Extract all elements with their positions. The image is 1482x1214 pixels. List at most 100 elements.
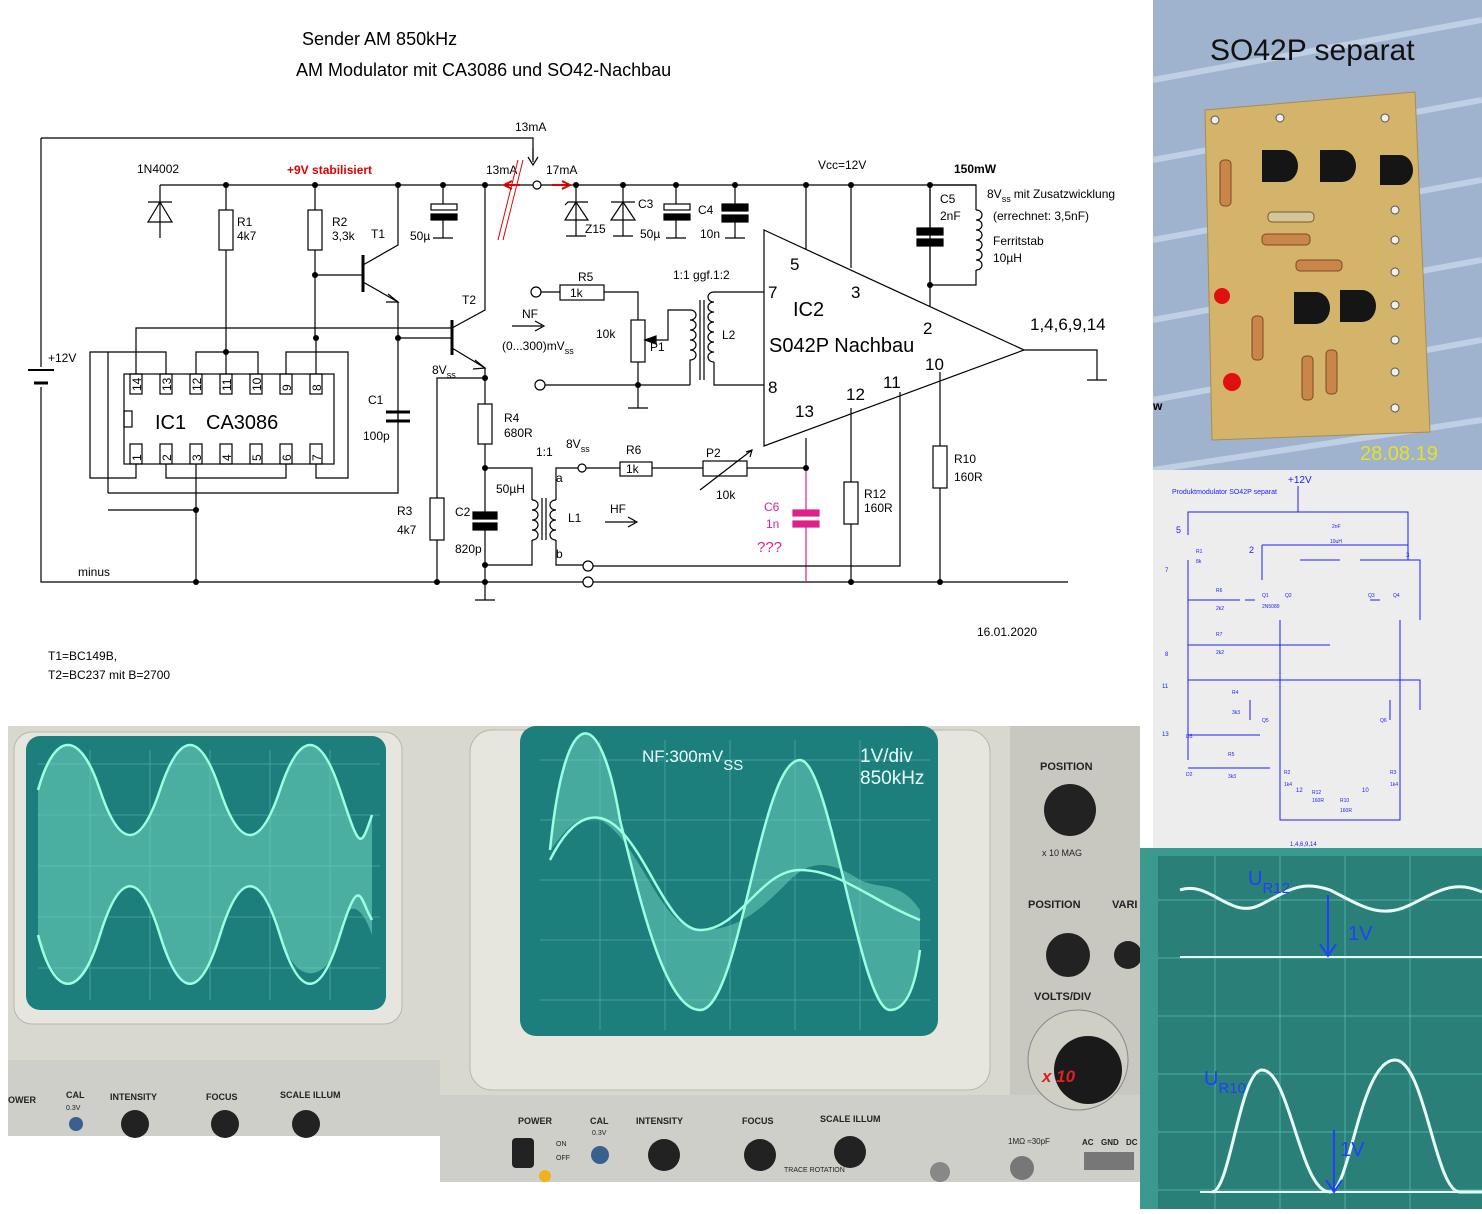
c5-plate2 <box>916 238 944 247</box>
ic2-pin3: 3 <box>851 283 860 302</box>
bs-pin-5: 5 <box>1176 525 1181 535</box>
bs-pin-8: 8 <box>1165 652 1169 658</box>
title-line2: AM Modulator mit CA3086 und SO42-Nachbau <box>296 60 671 80</box>
c1-name: C1 <box>368 393 384 407</box>
l1-sec-top <box>555 467 578 500</box>
r10-body <box>932 445 948 489</box>
bs-r10: R10 <box>1340 798 1349 804</box>
blue-schematic-bg <box>1153 470 1482 848</box>
scope2-gnd: GND <box>1101 1138 1119 1147</box>
r1-value: 4k7 <box>237 229 257 243</box>
c5-plate1 <box>916 227 944 236</box>
pcb-title: SO42P separat <box>1210 34 1415 67</box>
bs-q1: Q1 <box>1262 593 1269 599</box>
scope2-knob-intensity <box>648 1139 680 1171</box>
r12-value: 160R <box>864 501 893 515</box>
pcb-led2 <box>1223 373 1241 391</box>
r2-name: R2 <box>332 215 348 229</box>
scope1-trace-bottom <box>36 885 374 985</box>
l1-top-wire <box>485 467 533 500</box>
wire-ic1-14 <box>135 327 452 374</box>
p1-value: 10k <box>596 327 616 341</box>
p2-arrow <box>699 449 753 491</box>
p2-body <box>702 460 748 477</box>
label-nf: NF <box>522 307 538 321</box>
z15-label: Z15 <box>585 222 606 236</box>
scope2-cal: CAL <box>590 1116 609 1126</box>
bs-q2: Q2 <box>1285 593 1292 599</box>
r10-value: 160R <box>954 470 983 484</box>
scope2-knob-scale <box>834 1136 866 1168</box>
zener-bar <box>564 201 588 206</box>
scope2-on: ON <box>556 1141 567 1148</box>
bs-r2: R2 <box>1284 770 1291 776</box>
pcb-date: 28.08.19 <box>1360 443 1438 465</box>
l1-secondary <box>549 499 557 541</box>
p1-name: P1 <box>650 340 665 354</box>
c1-value: 100p <box>363 429 390 443</box>
pcb-side-letter: w <box>1152 399 1163 413</box>
arrow-left-head-red <box>501 180 513 190</box>
c3-value: 50µ <box>640 227 660 241</box>
scope2-cal-v: 0.3V <box>592 1130 607 1137</box>
r6-body <box>619 461 653 477</box>
date-label: 16.01.2020 <box>977 625 1037 639</box>
pcb-pads <box>1210 113 1400 413</box>
scope1-trace-top <box>36 744 374 840</box>
bs-10uh: 10uH <box>1330 539 1342 545</box>
ic1-pin-1: 1 <box>130 454 144 461</box>
pcb-photo: SO42P separat 28.08.19 w <box>1152 0 1482 473</box>
p2-value: 10k <box>716 488 736 502</box>
wire-ic1-13 <box>89 351 167 479</box>
c2-name: C2 <box>455 505 471 519</box>
pcb-transistors <box>1262 150 1413 324</box>
ic2-pin8: 8 <box>768 378 777 397</box>
scope3-arrow-1v-b <box>1325 1130 1343 1194</box>
r12-body <box>843 481 859 525</box>
scope2-vari: VARI <box>1112 899 1137 911</box>
c3-name: C3 <box>638 197 654 211</box>
ic1-type: CA3086 <box>206 412 278 434</box>
t2-collector <box>451 185 486 329</box>
scope2-trace-rotation: TRACE ROTATION <box>784 1167 845 1174</box>
p1-body <box>630 319 646 363</box>
ic2-gnd-pins: 1,4,6,9,14 <box>1030 315 1106 334</box>
scope1-envelope <box>38 745 372 984</box>
scope2-trace-screw <box>930 1162 950 1182</box>
scope2-screen <box>520 726 938 1036</box>
l2-name: L2 <box>722 328 736 342</box>
scope2-knob-volts <box>1054 1036 1122 1104</box>
ic1-pin-9: 9 <box>280 384 294 391</box>
title-line1: Sender AM 850kHz <box>302 29 457 49</box>
bs-pin-labels: 5 2 3 7 8 11 13 10 12 1,4,6,9,14 <box>1162 525 1410 848</box>
c6-unknown: ??? <box>757 539 782 556</box>
scope2-knob-position2 <box>1046 933 1090 977</box>
bs-pin-10: 10 <box>1362 788 1369 794</box>
c50-value: 50µ <box>410 229 430 243</box>
scope2-knob-position1 <box>1044 784 1096 836</box>
t2-type: T2=BC237 mit B=2700 <box>48 668 170 682</box>
arrow-13ma-head <box>527 156 539 167</box>
ic2-triangle <box>763 229 1026 447</box>
t1-label: T1 <box>371 227 385 241</box>
scope1-knob-scale <box>292 1110 320 1138</box>
r3-body <box>429 497 445 541</box>
c4-name: C4 <box>698 203 714 217</box>
ic1-pin-2: 2 <box>160 454 174 461</box>
l1-primary <box>531 499 539 541</box>
l1-sec-bottom <box>555 540 585 566</box>
ic1-pin-8: 8 <box>310 384 324 391</box>
c4-plate2 <box>721 214 749 223</box>
ic2-type: S042P Nachbau <box>769 335 914 357</box>
scope1-knob-intensity <box>121 1110 149 1138</box>
ic1-pin-13: 13 <box>160 377 174 391</box>
c6-name: C6 <box>764 500 780 514</box>
bs-q6: Q6 <box>1380 718 1387 724</box>
bs-r3-val: 1k4 <box>1390 782 1398 788</box>
c2-plate2 <box>472 522 498 531</box>
bs-r7: R7 <box>1216 632 1223 638</box>
bs-pin-13: 13 <box>1162 732 1169 738</box>
ic1-pin-10: 10 <box>250 377 264 391</box>
r5-value: 1k <box>570 286 584 300</box>
